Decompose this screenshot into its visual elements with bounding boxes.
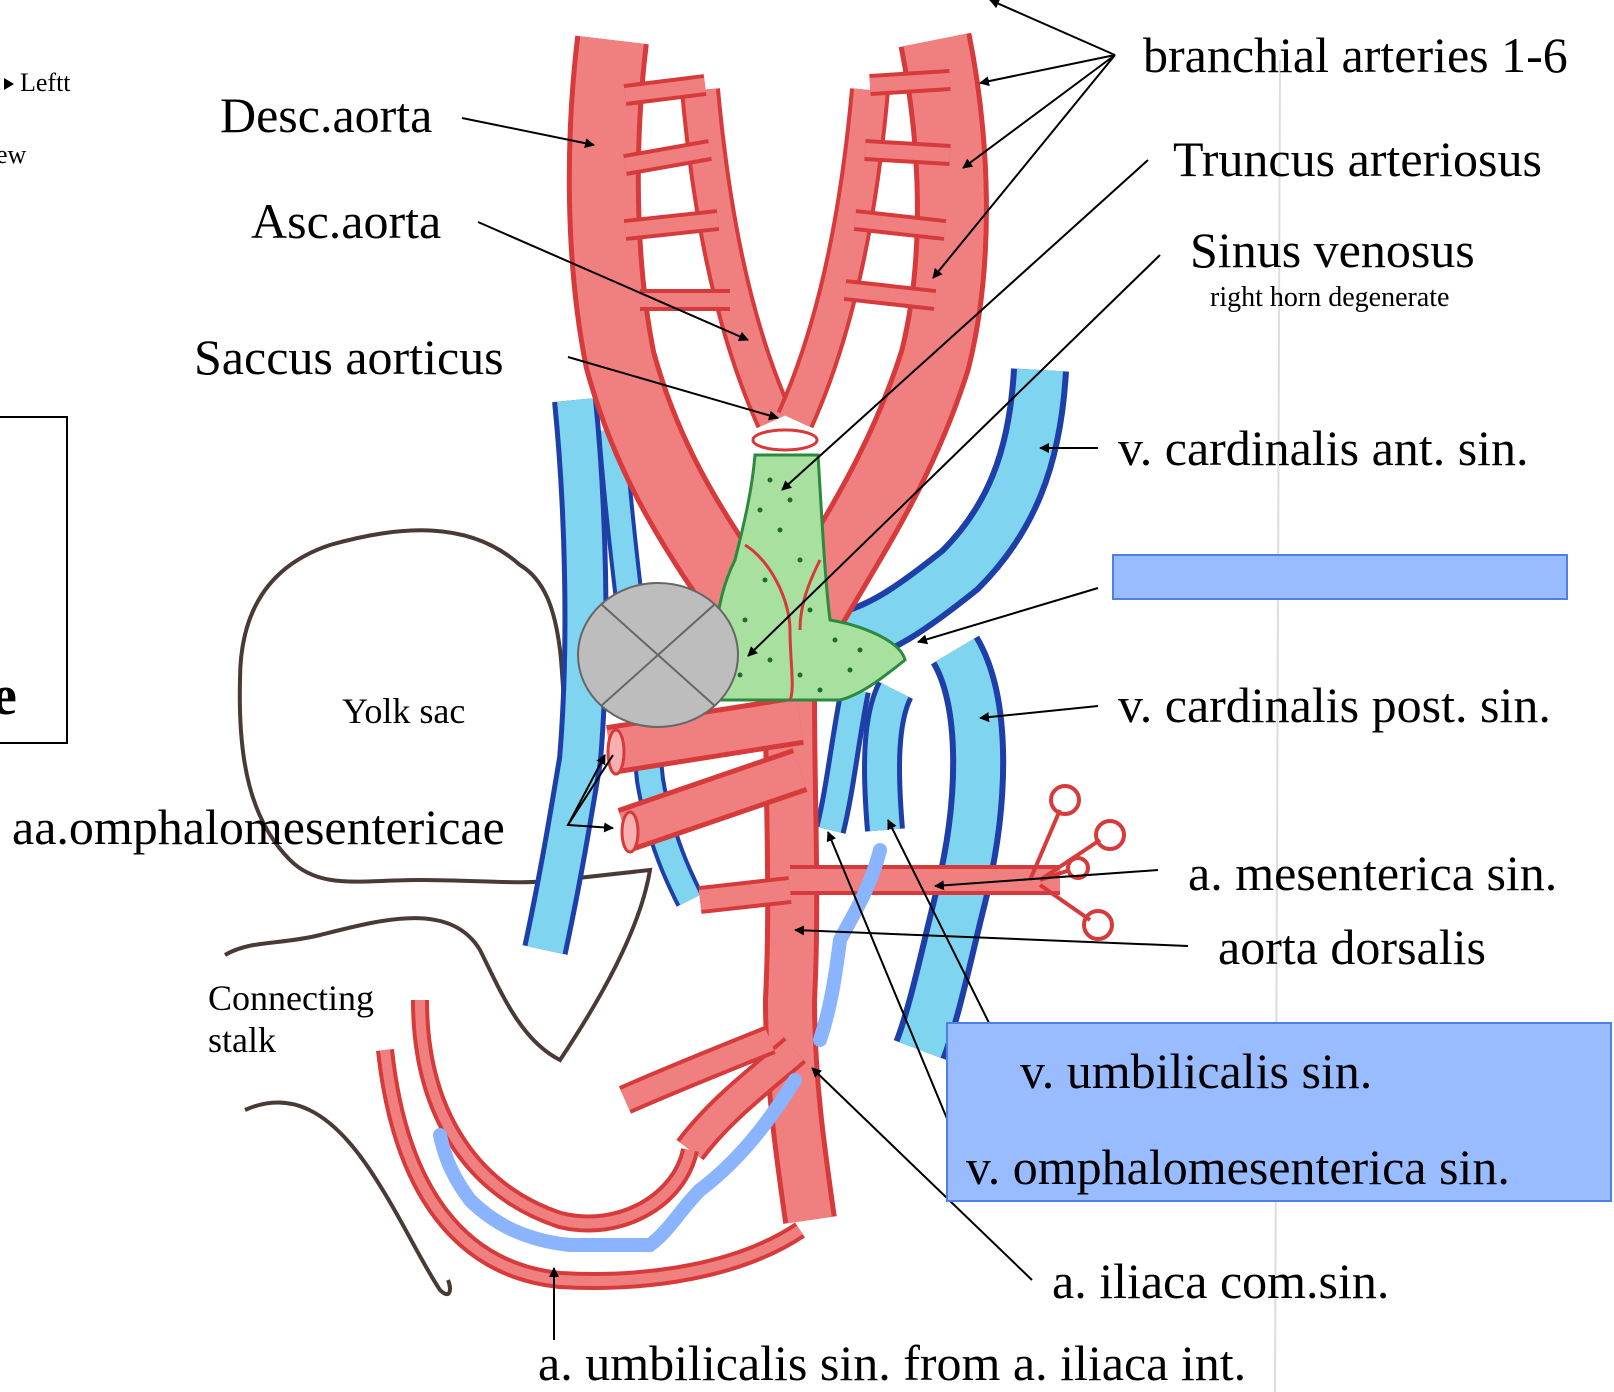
- label-cardinalis-post-sin: v. cardinalis post. sin.: [1118, 680, 1551, 730]
- label-aa-omphalomesentericae: aa.omphalomesentericae: [12, 802, 505, 852]
- label-v-omphalomesenterica-sin: v. omphalomesenterica sin.: [966, 1142, 1510, 1192]
- label-connecting-stalk-line1: Connecting: [208, 980, 374, 1016]
- label-v-umbilicalis-sin: v. umbilicalis sin.: [1020, 1046, 1372, 1096]
- label-sinus-venosus-note: right horn degenerate: [1210, 284, 1449, 312]
- label-asc-aorta: Asc.aorta: [251, 196, 441, 246]
- label-sinus-venosus: Sinus venosus: [1190, 225, 1475, 275]
- branchial-arch-arteries: [625, 80, 950, 300]
- edge-text-left-2: ew: [0, 142, 26, 168]
- label-yolk-sac: Yolk sac: [342, 693, 465, 729]
- saccus-aorticus-ring: [753, 430, 817, 450]
- label-a-iliaca-com-sin: a. iliaca com.sin.: [1052, 1256, 1389, 1306]
- edge-text-left-1: Leftt: [20, 70, 71, 96]
- hidden-label-box[interactable]: [1112, 554, 1568, 600]
- label-branchial-arteries: branchial arteries 1-6: [1143, 30, 1568, 80]
- label-connecting-stalk-line2: stalk: [208, 1022, 276, 1058]
- label-truncus-arteriosus: Truncus arteriosus: [1173, 134, 1542, 184]
- label-saccus-aorticus: Saccus aorticus: [194, 332, 504, 382]
- label-a-umbilicalis-sin: a. umbilicalis sin. from a. iliaca int.: [538, 1338, 1246, 1388]
- label-mesenterica-sin: a. mesenterica sin.: [1188, 848, 1557, 898]
- edge-partial-letter: e: [0, 668, 17, 724]
- edge-arrow-icon: [4, 78, 14, 90]
- connecting-stalk-outline: [245, 1103, 450, 1295]
- label-aorta-dorsalis: aorta dorsalis: [1218, 922, 1486, 972]
- mesenteric-vessel-loops: [1030, 786, 1124, 939]
- occluded-structure-marker: [578, 583, 738, 727]
- label-desc-aorta: Desc.aorta: [220, 90, 432, 140]
- label-cardinalis-ant-sin: v. cardinalis ant. sin.: [1118, 423, 1529, 473]
